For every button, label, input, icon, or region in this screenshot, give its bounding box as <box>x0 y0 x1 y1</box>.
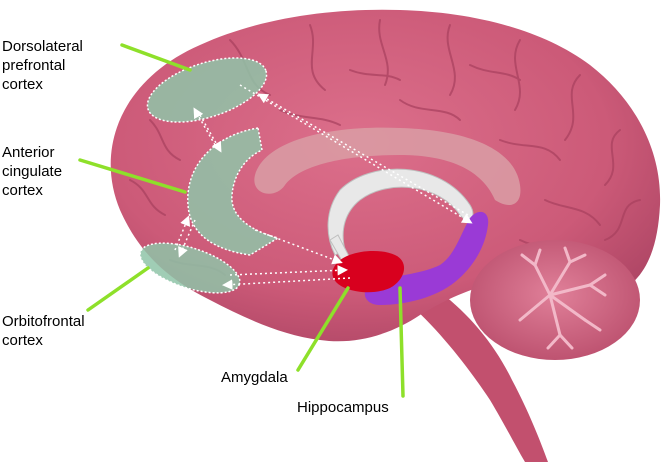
pointer-ofc <box>86 266 150 312</box>
amygdala-region <box>332 250 405 293</box>
acc-region <box>187 127 280 256</box>
label-line: prefrontal <box>2 57 66 74</box>
label-dorsolateral-prefrontal-cortex: Dorsolateral prefrontal cortex <box>2 37 83 94</box>
brainstem <box>405 292 548 462</box>
arbor-vitae <box>518 246 607 350</box>
pointer-amygdala <box>296 286 350 372</box>
label-hippocampus: Hippocampus <box>297 398 389 417</box>
pointer-hippocampus <box>398 286 405 398</box>
label-orbitofrontal-cortex: Orbitofrontal cortex <box>2 312 85 350</box>
label-line: Amygdala <box>221 369 288 386</box>
label-line: cortex <box>2 332 43 349</box>
dlpfc-region <box>146 57 268 123</box>
label-line: cortex <box>2 182 43 199</box>
pointer-acc <box>78 158 187 194</box>
label-line: cingulate <box>2 163 63 180</box>
label-line: Anterior <box>2 144 55 161</box>
pointer-lines <box>78 43 405 398</box>
label-line: Orbitofrontal <box>2 313 85 330</box>
label-amygdala: Amygdala <box>221 368 288 387</box>
label-line: Hippocampus <box>297 399 389 416</box>
label-line: cortex <box>2 76 43 93</box>
corpus-callosum <box>254 127 521 205</box>
connection-arrows <box>174 84 473 290</box>
pointer-dlpfc <box>120 43 192 72</box>
label-line: Dorsolateral <box>2 38 83 55</box>
label-anterior-cingulate-cortex: Anterior cingulate cortex <box>2 143 62 200</box>
